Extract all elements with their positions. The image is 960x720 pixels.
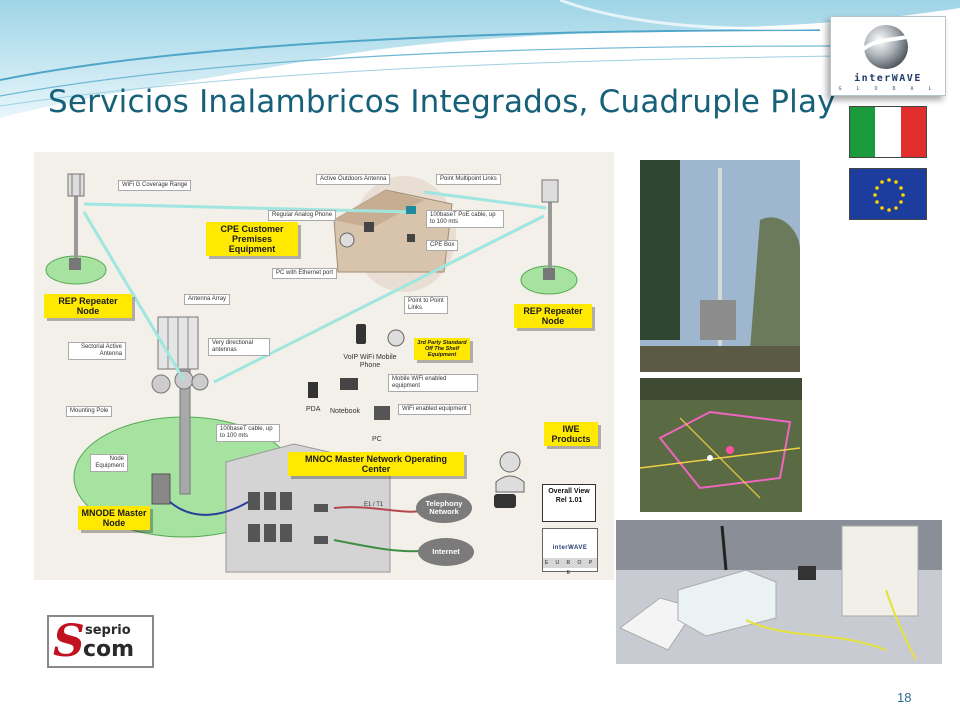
label-sectorial-antenna: Sectorial Active Antenna — [68, 342, 126, 360]
telephony-network-cloud: Telephony Network — [425, 499, 463, 516]
slide-title: Servicios Inalambricos Integrados, Cuadr… — [48, 84, 836, 120]
label-e1: E1 / T1 — [364, 502, 384, 508]
label-point-point: Point to Point Links — [404, 296, 448, 314]
satellite-map-photo — [640, 378, 802, 512]
italy-flag-icon — [849, 106, 927, 158]
interwave-logo: interWAVE G L O B A L — [830, 16, 946, 96]
box-iwe: IWE Products — [544, 422, 598, 446]
label-wifi-equipment: WiFi enabled equipment — [398, 404, 471, 415]
seprio-com-logo: S seprio com — [47, 615, 154, 668]
box-mnode: MNODE Master Node — [78, 506, 150, 530]
label-directional-antennas: Very directional antennas — [208, 338, 270, 356]
iwe-europe-logo: interWAVE E U R O P E — [542, 528, 598, 576]
iwe-logo-name: interWAVE — [552, 545, 588, 551]
label-wifi-range: WiFi G Coverage Range — [118, 180, 192, 191]
label-mobile-wifi: Mobile WiFi enabled equipment — [388, 374, 478, 392]
label-cpe-box: CPE Box — [426, 240, 459, 251]
seprio-text-top: seprio — [85, 623, 131, 638]
box-rep-right: REP Repeater Node — [514, 304, 592, 328]
box-cpe: CPE Customer Premises Equipment — [206, 222, 298, 256]
label-poe-cable: 100baseT PoE cable, up to 100 mts — [426, 210, 504, 228]
label-mounting-pole: Mounting Pole — [66, 406, 113, 417]
iwe-logo-region: E U R O P E — [543, 558, 597, 576]
box-third-party: 3rd Party Standard Off The Shelf Equipme… — [414, 338, 470, 360]
logo-subtitle: G L O B A L — [838, 86, 938, 92]
label-node-equipment: Node Equipment — [90, 454, 128, 472]
label-antenna-array: Antenna Array — [184, 294, 231, 305]
label-pc: PC — [372, 436, 382, 443]
seprio-text-bottom: com — [83, 637, 135, 662]
box-mnoc: MNOC Master Network Operating Center — [288, 452, 464, 476]
internet-cloud: Internet — [432, 547, 460, 556]
seprio-mark: S — [53, 616, 85, 667]
logo-name: interWAVE — [854, 73, 922, 84]
label-analog-phone: Regular Analog Phone — [268, 210, 337, 221]
label-cable-100: 100baseT cable, up to 100 mts — [216, 424, 280, 442]
equipment-devices-photo — [616, 520, 942, 664]
eu-flag-icon — [849, 168, 927, 220]
diagram-graphics — [45, 173, 578, 573]
label-pc-ethernet: PC with Ethernet port — [272, 268, 338, 279]
box-rep-left: REP Repeater Node — [44, 294, 132, 318]
overall-view-label: Overall View Rel 1.01 — [542, 484, 596, 522]
label-notebook: Notebook — [330, 408, 360, 415]
label-pda: PDA — [306, 406, 321, 413]
page-number: 18 — [897, 690, 912, 705]
interwave-globe-icon — [859, 25, 916, 69]
label-voip-phone: VoIP WiFi Mobile Phone — [343, 354, 397, 369]
network-diagram: WiFi G Coverage Range Active Outdoors An… — [34, 152, 614, 580]
label-point-multipoint: Point Multipoint Links — [436, 174, 501, 185]
label-outdoor-antenna: Active Outdoors Antenna — [316, 174, 391, 185]
antenna-tower-photo — [640, 160, 800, 372]
